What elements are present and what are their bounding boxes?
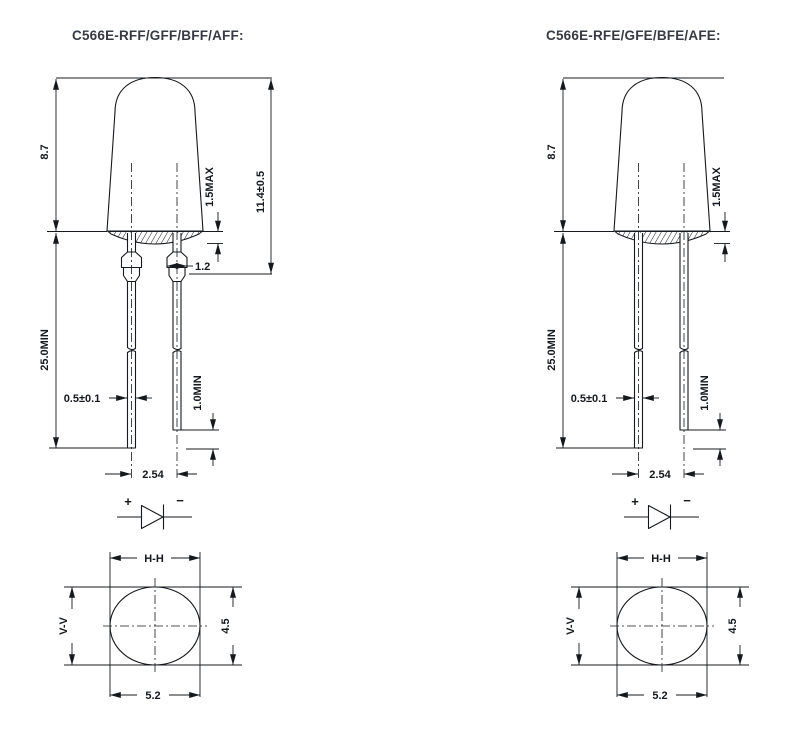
anode-plus-label-left: + [124, 494, 132, 509]
dim-lead-length-left: 25.0MIN [39, 233, 128, 449]
dim-flange-height-label-right: 1.5MAX [711, 166, 723, 206]
lens-width-label-left: 5.2 [145, 690, 160, 702]
dim-standoff-width-left: 1.2 [167, 261, 210, 273]
v-axis-label-left: V-V [58, 616, 70, 634]
lead-anode-upper-right [633, 233, 644, 351]
dim-flange-height-label-left: 1.5MAX [204, 166, 216, 206]
dim-lens-height-right: 4.5 [727, 587, 743, 665]
dim-lead-width-label-left: 0.5±0.1 [64, 393, 101, 405]
bottom-view-right: H-H V-V 5.2 4.5 [565, 552, 749, 702]
figure-right-title: C566E-RFE/GFE/BFE/AFE: [546, 28, 721, 43]
dim-body-height-left: 8.7 [39, 79, 107, 232]
v-axis-label-right: V-V [565, 616, 577, 634]
h-axis-label-left: H-H [144, 553, 164, 565]
polarity-symbol-left: + − [117, 493, 192, 530]
dim-v-axis-left: V-V [58, 587, 75, 665]
dim-lead-offset-label-left: 1.0MIN [192, 375, 204, 411]
dim-lead-pitch-right: 2.54 [612, 469, 704, 481]
flange-hatch-right [613, 231, 711, 245]
polarity-symbol-right: + − [624, 493, 699, 530]
lens-width-label-right: 5.2 [652, 690, 667, 702]
lead-cathode-upper-right [679, 233, 689, 351]
dim-v-axis-right: V-V [565, 587, 582, 665]
dim-lens-width-right: 5.2 [617, 690, 707, 702]
dim-h-axis-left: H-H [110, 553, 200, 565]
dim-body-height-right: 8.7 [546, 79, 614, 232]
dim-lead-width-label-right: 0.5±0.1 [571, 393, 608, 405]
dim-lead-width-right: 0.5±0.1 [571, 393, 659, 405]
led-body-left [106, 76, 204, 232]
led-body-right [613, 76, 711, 232]
dim-h-axis-right: H-H [617, 553, 707, 565]
figure-left-title: C566E-RFF/GFF/BFF/AFF: [72, 28, 244, 43]
lead-anode-lower-right [633, 350, 644, 449]
dim-lead-pitch-label-right: 2.54 [649, 469, 671, 481]
dim-lead-offset-right: 1.0MIN [688, 375, 726, 466]
dim-lead-length-label-right: 25.0MIN [546, 329, 558, 371]
lens-height-label-left: 4.5 [220, 618, 232, 633]
lens-height-label-right: 4.5 [727, 618, 739, 633]
cathode-minus-label-left: − [176, 493, 184, 508]
dim-lens-width-left: 5.2 [110, 690, 200, 702]
dim-lead-offset-left: 1.0MIN [181, 375, 219, 466]
dim-lead-width-left: 0.5±0.1 [64, 393, 152, 405]
dim-lens-height-left: 4.5 [220, 587, 236, 665]
side-view-left: 8.7 25.0MIN 11.4±0.5 1.5MAX [39, 76, 274, 481]
side-view-right: 8.7 25.0MIN 1.5MAX 0.5±0.1 [546, 76, 730, 481]
dim-body-height-label-left: 8.7 [39, 144, 51, 159]
lead-anode-lower-left [126, 350, 137, 449]
diode-triangle-left [140, 504, 164, 530]
figure-right: C566E-RFE/GFE/BFE/AFE: 8.7 25.0MIN [546, 28, 749, 702]
cathode-minus-label-right: − [683, 493, 691, 508]
dim-lead-offset-label-right: 1.0MIN [699, 375, 711, 411]
flange-hatch-left [106, 231, 204, 245]
dim-standoff-width-label-left: 1.2 [195, 261, 210, 273]
dim-flange-height-left: 1.5MAX [199, 166, 223, 262]
dim-body-height-label-right: 8.7 [546, 144, 558, 159]
dim-lead-length-right: 25.0MIN [546, 233, 635, 449]
bottom-view-left: H-H V-V 5.2 4.5 [58, 552, 242, 702]
h-axis-label-right: H-H [651, 553, 671, 565]
dim-lead-pitch-label-left: 2.54 [142, 469, 164, 481]
dim-lead-length-label-left: 25.0MIN [39, 329, 51, 371]
dim-lead-pitch-left: 2.54 [105, 469, 197, 481]
dim-overall-height-label-left: 11.4±0.5 [255, 171, 267, 213]
dim-overall-height-left: 11.4±0.5 [189, 79, 274, 275]
anode-plus-label-right: + [631, 494, 639, 509]
figure-left: C566E-RFF/GFF/BFF/AFF: [39, 28, 274, 702]
dim-flange-height-right: 1.5MAX [706, 166, 730, 262]
diode-triangle-right [647, 504, 671, 530]
